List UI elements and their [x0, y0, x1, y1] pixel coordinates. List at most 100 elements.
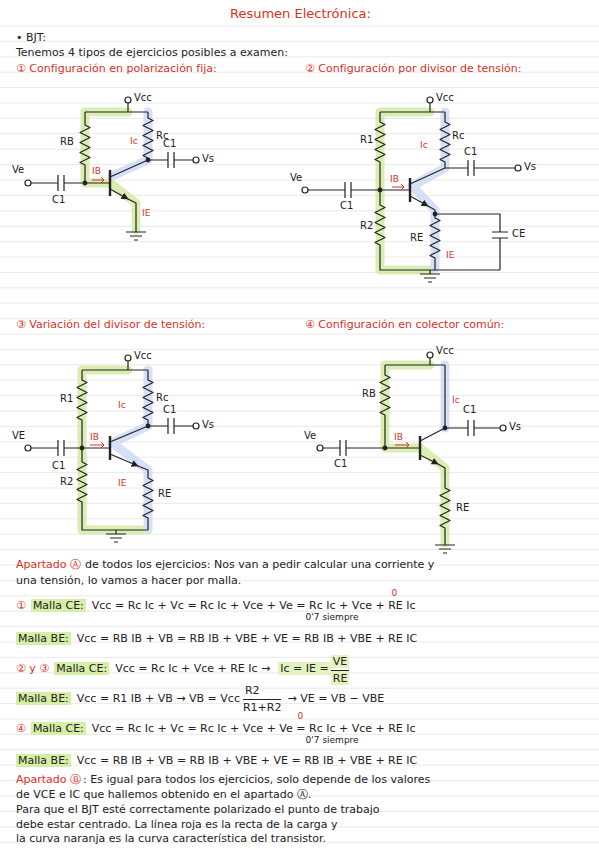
note-text: R2: [245, 684, 260, 697]
component-label: VE: [12, 430, 25, 442]
mesh-heading: Malla CE:: [31, 722, 86, 735]
note-text: de VCE e IC que hallemos obtenido en el …: [16, 788, 311, 801]
component-label: C1: [340, 200, 353, 212]
component-label: RE: [158, 488, 171, 500]
component-label: IE: [142, 208, 150, 219]
note-text: Ic = IE =: [278, 662, 330, 675]
component-label: IE: [446, 250, 454, 261]
ruled-line: [0, 287, 599, 288]
ruled-line: [0, 26, 599, 27]
component-label: R1: [360, 134, 373, 146]
component-label: IB: [390, 174, 399, 185]
component-label: C1: [464, 146, 477, 158]
component-label: Ic: [452, 395, 460, 406]
component-label: Rc: [452, 130, 464, 142]
component-label: Vcc: [134, 350, 152, 362]
component-label: RE: [456, 502, 469, 514]
component-label: Vs: [509, 421, 521, 433]
component-label: C1: [463, 404, 476, 416]
ruled-line: [0, 395, 599, 396]
note-text: Para que el BJT esté correctamente polar…: [16, 803, 379, 816]
ruled-line: [0, 149, 599, 150]
note-text: 0'7 siempre: [306, 612, 359, 623]
note-text: ①: [16, 599, 26, 612]
note-text: Vcc = Rc Ic + Vc = Rc Ic + Vce + Ve = Rc…: [92, 722, 416, 735]
component-label: RB: [60, 136, 74, 148]
component-label: CE: [512, 228, 525, 240]
ruled-line: [0, 457, 599, 458]
ruled-line: [0, 41, 599, 42]
note-text: ④: [16, 722, 26, 735]
component-label: Vcc: [134, 92, 152, 104]
note-text: : Es igual para todos los ejercicios, so…: [83, 773, 430, 786]
note-text: ② Configuración por divisor de tensión:: [305, 62, 522, 75]
note-text: RE: [331, 670, 350, 685]
note-text: Tenemos 4 tipos de ejercicios posibles a…: [16, 46, 288, 59]
note-text: Vcc = RB IB + VB = RB IB + VBE + VE = RB…: [77, 632, 417, 645]
ruled-line: [0, 241, 599, 242]
component-label: R2: [360, 220, 373, 232]
component-label: Vcc: [436, 345, 454, 357]
note-text: Vcc = R1 IB + VB → VB = Vcc: [77, 692, 240, 705]
ruled-line: [0, 411, 599, 412]
component-label: Vs: [202, 153, 214, 165]
note-text: ② y ③: [16, 662, 49, 675]
ruled-line: [0, 226, 599, 227]
component-label: R1: [60, 393, 73, 405]
ruled-line: [0, 688, 599, 689]
note-text: Vcc = RB IB + VB = RB IB + VBE + VE = RB…: [77, 754, 417, 767]
ruled-line: [0, 626, 599, 627]
note-text: debe estar centrado. La línea roja es la…: [16, 818, 338, 831]
note-text: 0'7 siempre: [306, 735, 359, 746]
note-text: ④ Configuración en colector común:: [305, 318, 504, 331]
component-label: Vcc: [436, 92, 454, 104]
ruled-line: [0, 272, 599, 273]
component-label: IE: [118, 478, 126, 489]
mesh-heading: Malla CE:: [54, 662, 109, 675]
component-label: Rc: [156, 392, 168, 404]
ruled-line: [0, 303, 599, 304]
note-text: Apartado Ⓑ: [16, 773, 81, 786]
component-label: RB: [362, 388, 376, 400]
component-label: Ic: [118, 400, 126, 411]
note-text: • BJT:: [16, 31, 46, 44]
component-label: IB: [92, 166, 101, 177]
ruled-line: [0, 364, 599, 365]
note-text: de todos los ejercicios: Nos van a pedir…: [85, 558, 434, 571]
ruled-line: [0, 749, 599, 750]
note-text: ① Configuración en polarización fija:: [16, 62, 217, 75]
component-label: Ic: [420, 140, 428, 151]
component-label: C1: [334, 458, 347, 470]
ruled-line: [0, 257, 599, 258]
ruled-line: [0, 133, 599, 134]
note-text: VE: [331, 655, 349, 668]
mesh-heading: Malla BE:: [16, 692, 71, 705]
ruled-line: [0, 488, 599, 489]
mesh-heading: Malla BE:: [16, 754, 71, 767]
ruled-line: [0, 87, 599, 88]
component-label: C1: [163, 138, 176, 150]
note-text: Apartado Ⓐ: [16, 558, 81, 571]
ruled-line: [0, 210, 599, 211]
component-label: C1: [52, 194, 65, 206]
ruled-line: [0, 103, 599, 104]
component-label: Ve: [304, 430, 316, 442]
ruled-line: [0, 349, 599, 350]
component-label: Ve: [12, 164, 24, 176]
note-text: una tensión, lo vamos a hacer por malla.: [16, 574, 241, 587]
ruled-line: [0, 503, 599, 504]
ruled-line: [0, 334, 599, 335]
note-text: la curva naranja es la curva característ…: [16, 832, 326, 845]
component-label: RE: [410, 232, 423, 244]
page-title: Resumen Electrónica:: [230, 6, 371, 22]
mesh-heading: Malla BE:: [16, 632, 71, 645]
note-text: → VE = VB − VBE: [287, 692, 384, 705]
current-arrows: [90, 177, 409, 448]
component-label: IB: [394, 432, 403, 443]
ruled-line: [0, 195, 599, 196]
ruled-line: [0, 118, 599, 119]
ruled-line: [0, 595, 599, 596]
note-text: Vcc = Rc Ic + Vc = Rc Ic + Vce + Ve = Rc…: [92, 599, 416, 612]
